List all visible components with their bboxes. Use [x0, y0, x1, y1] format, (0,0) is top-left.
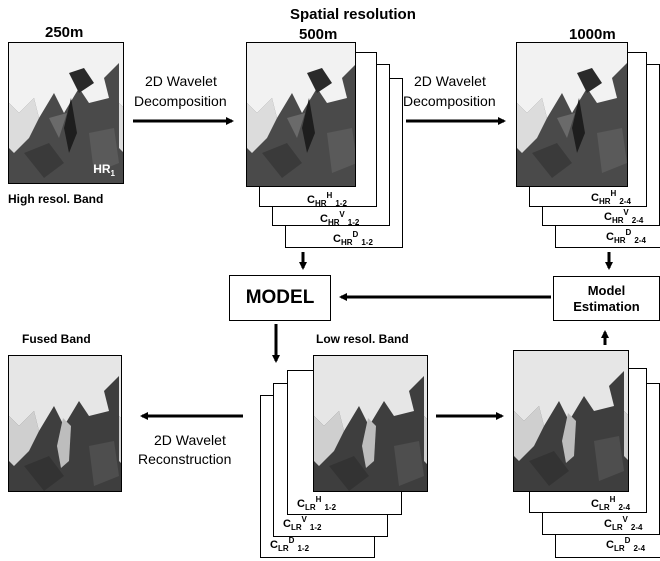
coef-lr-500-v: CLRV 1-2	[283, 515, 322, 532]
reconstruction-line1: 2D Wavelet	[154, 432, 226, 448]
coef-lr-1000-h: CLRH 2-4	[591, 495, 631, 512]
resolution-500m-label: 500m	[299, 26, 338, 43]
reconstruction-line2: Reconstruction	[138, 451, 232, 467]
high-band-label: High resol. Band	[8, 192, 104, 206]
decomposition-2-line2: Decomposition	[403, 93, 496, 109]
resolution-1000m-label: 1000m	[569, 26, 616, 43]
model-estimation-box: Model Estimation	[553, 276, 660, 321]
coef-hr-500-d: CHRD 1-2	[333, 230, 373, 247]
low-band-label: Low resol. Band	[316, 332, 409, 346]
model-estimation-line2: Estimation	[573, 298, 640, 314]
model-box: MODEL	[229, 275, 331, 321]
hr1-image-tag: HR1	[93, 162, 115, 178]
coef-hr-500-v: CHRV 1-2	[320, 210, 360, 227]
fused-band-label: Fused Band	[22, 332, 91, 346]
lr-500-image	[313, 355, 428, 492]
coef-lr-1000-d: CLRD 2-4	[606, 536, 646, 553]
lr-1000-image	[513, 350, 629, 492]
model-label: MODEL	[245, 287, 315, 308]
coef-hr-1000-v: CHRV 2-4	[604, 208, 644, 225]
decomposition-1-line1: 2D Wavelet	[145, 73, 217, 89]
hr-500-image	[246, 42, 356, 187]
high-resolution-band-image: HR1	[8, 42, 124, 184]
coef-hr-1000-h: CHRH 2-4	[591, 189, 631, 206]
decomposition-1-line2: Decomposition	[134, 93, 227, 109]
resolution-250m-label: 250m	[45, 24, 84, 41]
spatial-resolution-title: Spatial resolution	[290, 6, 416, 23]
coef-hr-500-h: CHRH 1-2	[307, 191, 347, 208]
model-estimation-line1: Model	[587, 282, 626, 298]
decomposition-2-line1: 2D Wavelet	[414, 73, 486, 89]
coef-lr-1000-v: CLRV 2-4	[604, 515, 643, 532]
hr-1000-image	[516, 42, 628, 187]
coef-lr-500-h: CLRH 1-2	[297, 495, 337, 512]
coef-lr-500-d: CLRD 1-2	[270, 536, 310, 553]
fused-band-image	[8, 355, 122, 492]
coef-hr-1000-d: CHRD 2-4	[606, 228, 646, 245]
